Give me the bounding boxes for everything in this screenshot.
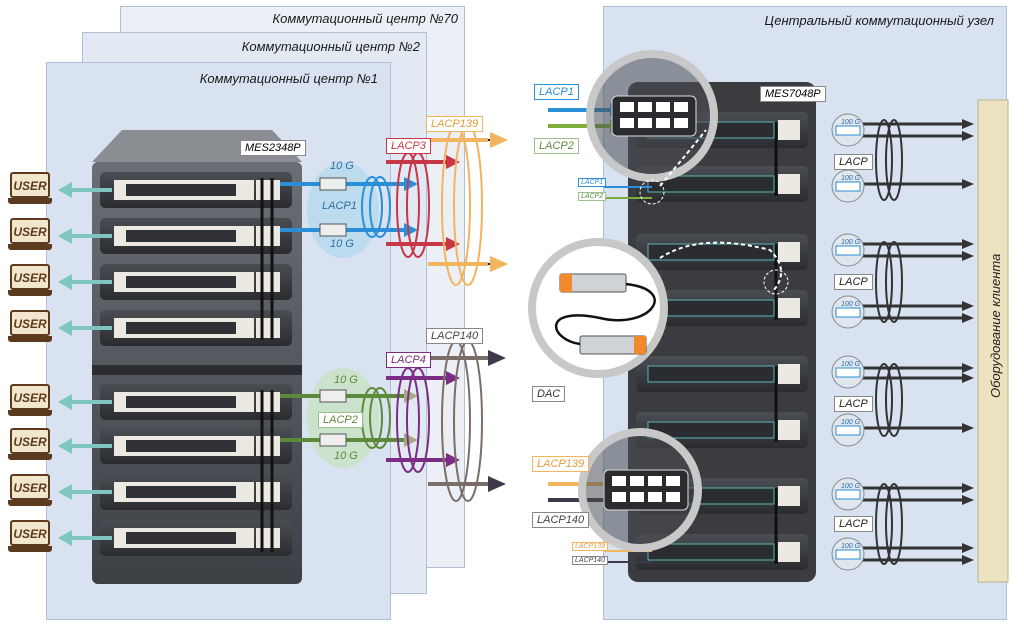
client-equipment-label: Оборудование клиента — [988, 253, 1003, 398]
switch-unit — [636, 234, 808, 270]
speed-label: 100 G — [841, 419, 861, 426]
user-icon: USER — [8, 520, 54, 554]
center-70-title: Коммутационный центр №70 — [272, 11, 458, 26]
user-label: USER — [13, 391, 47, 405]
lacp-uplink-label: LACP — [834, 396, 873, 412]
central-node-title: Центральный коммутационный узел — [764, 13, 994, 28]
center-1-title: Коммутационный центр №1 — [199, 71, 378, 86]
sfp-module-icon — [831, 477, 865, 511]
lacp3-label: LACP3 — [386, 138, 431, 154]
lacp1-small-label: LACP1 — [578, 178, 607, 187]
switch-model-right: MES7048P — [760, 86, 826, 102]
speed-label: 100 G — [841, 119, 861, 126]
lacp-uplink-label: LACP — [834, 154, 873, 170]
user-label: USER — [13, 179, 47, 193]
user-label: USER — [13, 481, 47, 495]
lacp2-label: LACP2 — [534, 138, 579, 154]
user-icon: USER — [8, 310, 54, 344]
switch-unit — [100, 264, 292, 300]
client-equipment-bar — [977, 99, 1009, 583]
lacp140-small-label: LACP140 — [572, 556, 608, 565]
lacp-uplink-label: LACP — [834, 274, 873, 290]
lacp1-label: LACP1 — [322, 200, 357, 212]
lacp140-group — [428, 340, 506, 502]
switch-unit — [100, 172, 292, 208]
lacp-uplink-label: LACP — [834, 516, 873, 532]
speed-label: 100 G — [841, 543, 861, 550]
speed-label: 10 G — [330, 160, 354, 172]
switch-model-left: MES2348P — [240, 140, 306, 156]
switch-unit — [100, 310, 292, 346]
sfp-module-icon — [831, 355, 865, 389]
lacp139-label: LACP139 — [532, 456, 590, 472]
switch-unit — [636, 290, 808, 326]
sfp-module-icon — [831, 113, 865, 147]
switch-unit — [636, 534, 808, 570]
user-icon: USER — [8, 218, 54, 252]
user-arrows — [58, 182, 112, 546]
switch-unit — [100, 520, 292, 556]
user-label: USER — [13, 435, 47, 449]
center-2-title: Коммутационный центр №2 — [241, 39, 420, 54]
lacp139-label: LACP139 — [426, 116, 484, 132]
speed-label: 10 G — [330, 238, 354, 250]
switch-unit — [100, 474, 292, 510]
sfp-module-icon — [831, 169, 865, 203]
user-label: USER — [13, 527, 47, 541]
speed-label: 100 G — [841, 239, 861, 246]
speed-label: 100 G — [841, 301, 861, 308]
magnifier-icon — [578, 428, 702, 552]
left-switch-units — [100, 172, 292, 556]
switch-unit — [636, 356, 808, 392]
lacp2-small-label: LACP2 — [578, 192, 607, 201]
user-icon: USER — [8, 384, 54, 418]
speed-label: 100 G — [841, 483, 861, 490]
speed-label: 10 G — [334, 374, 358, 386]
magnifier-icon — [586, 50, 718, 205]
lacp140-label: LACP140 — [426, 328, 484, 344]
lacp4-label: LACP4 — [386, 352, 431, 368]
dac-cable-icon — [528, 238, 789, 378]
sfp-module-icon — [831, 295, 865, 329]
user-label: USER — [13, 271, 47, 285]
switch-unit — [100, 218, 292, 254]
user-icon: USER — [8, 172, 54, 206]
lacp139-small-label: LACP139 — [572, 542, 608, 551]
dac-label: DAC — [532, 386, 566, 402]
user-icon: USER — [8, 428, 54, 462]
lacp140-label: LACP140 — [532, 512, 590, 528]
lacp2-label: LACP2 — [318, 412, 363, 428]
switch-unit — [100, 428, 292, 464]
speed-100g-labels: 100 G 100 G 100 G 100 G 100 G 100 G 100 … — [841, 119, 861, 550]
sfp-module-icon — [831, 233, 865, 267]
lacp3-group — [386, 152, 460, 258]
sfp-module-icon — [831, 413, 865, 447]
user-label: USER — [13, 225, 47, 239]
user-icon: USER — [8, 474, 54, 508]
lacp139-group — [428, 124, 508, 286]
switch-unit — [100, 384, 292, 420]
uplinks — [860, 119, 974, 565]
lacp1-group — [280, 162, 418, 258]
speed-label: 100 G — [841, 361, 861, 368]
lacp4-group — [386, 367, 460, 473]
lacp1-label: LACP1 — [534, 84, 579, 100]
switch-unit — [636, 412, 808, 448]
sfp-module-icon — [831, 537, 865, 571]
speed-label: 100 G — [841, 175, 861, 182]
sfp-100g-modules — [831, 113, 865, 571]
user-icon: USER — [8, 264, 54, 298]
speed-label: 10 G — [334, 450, 358, 462]
user-label: USER — [13, 317, 47, 331]
